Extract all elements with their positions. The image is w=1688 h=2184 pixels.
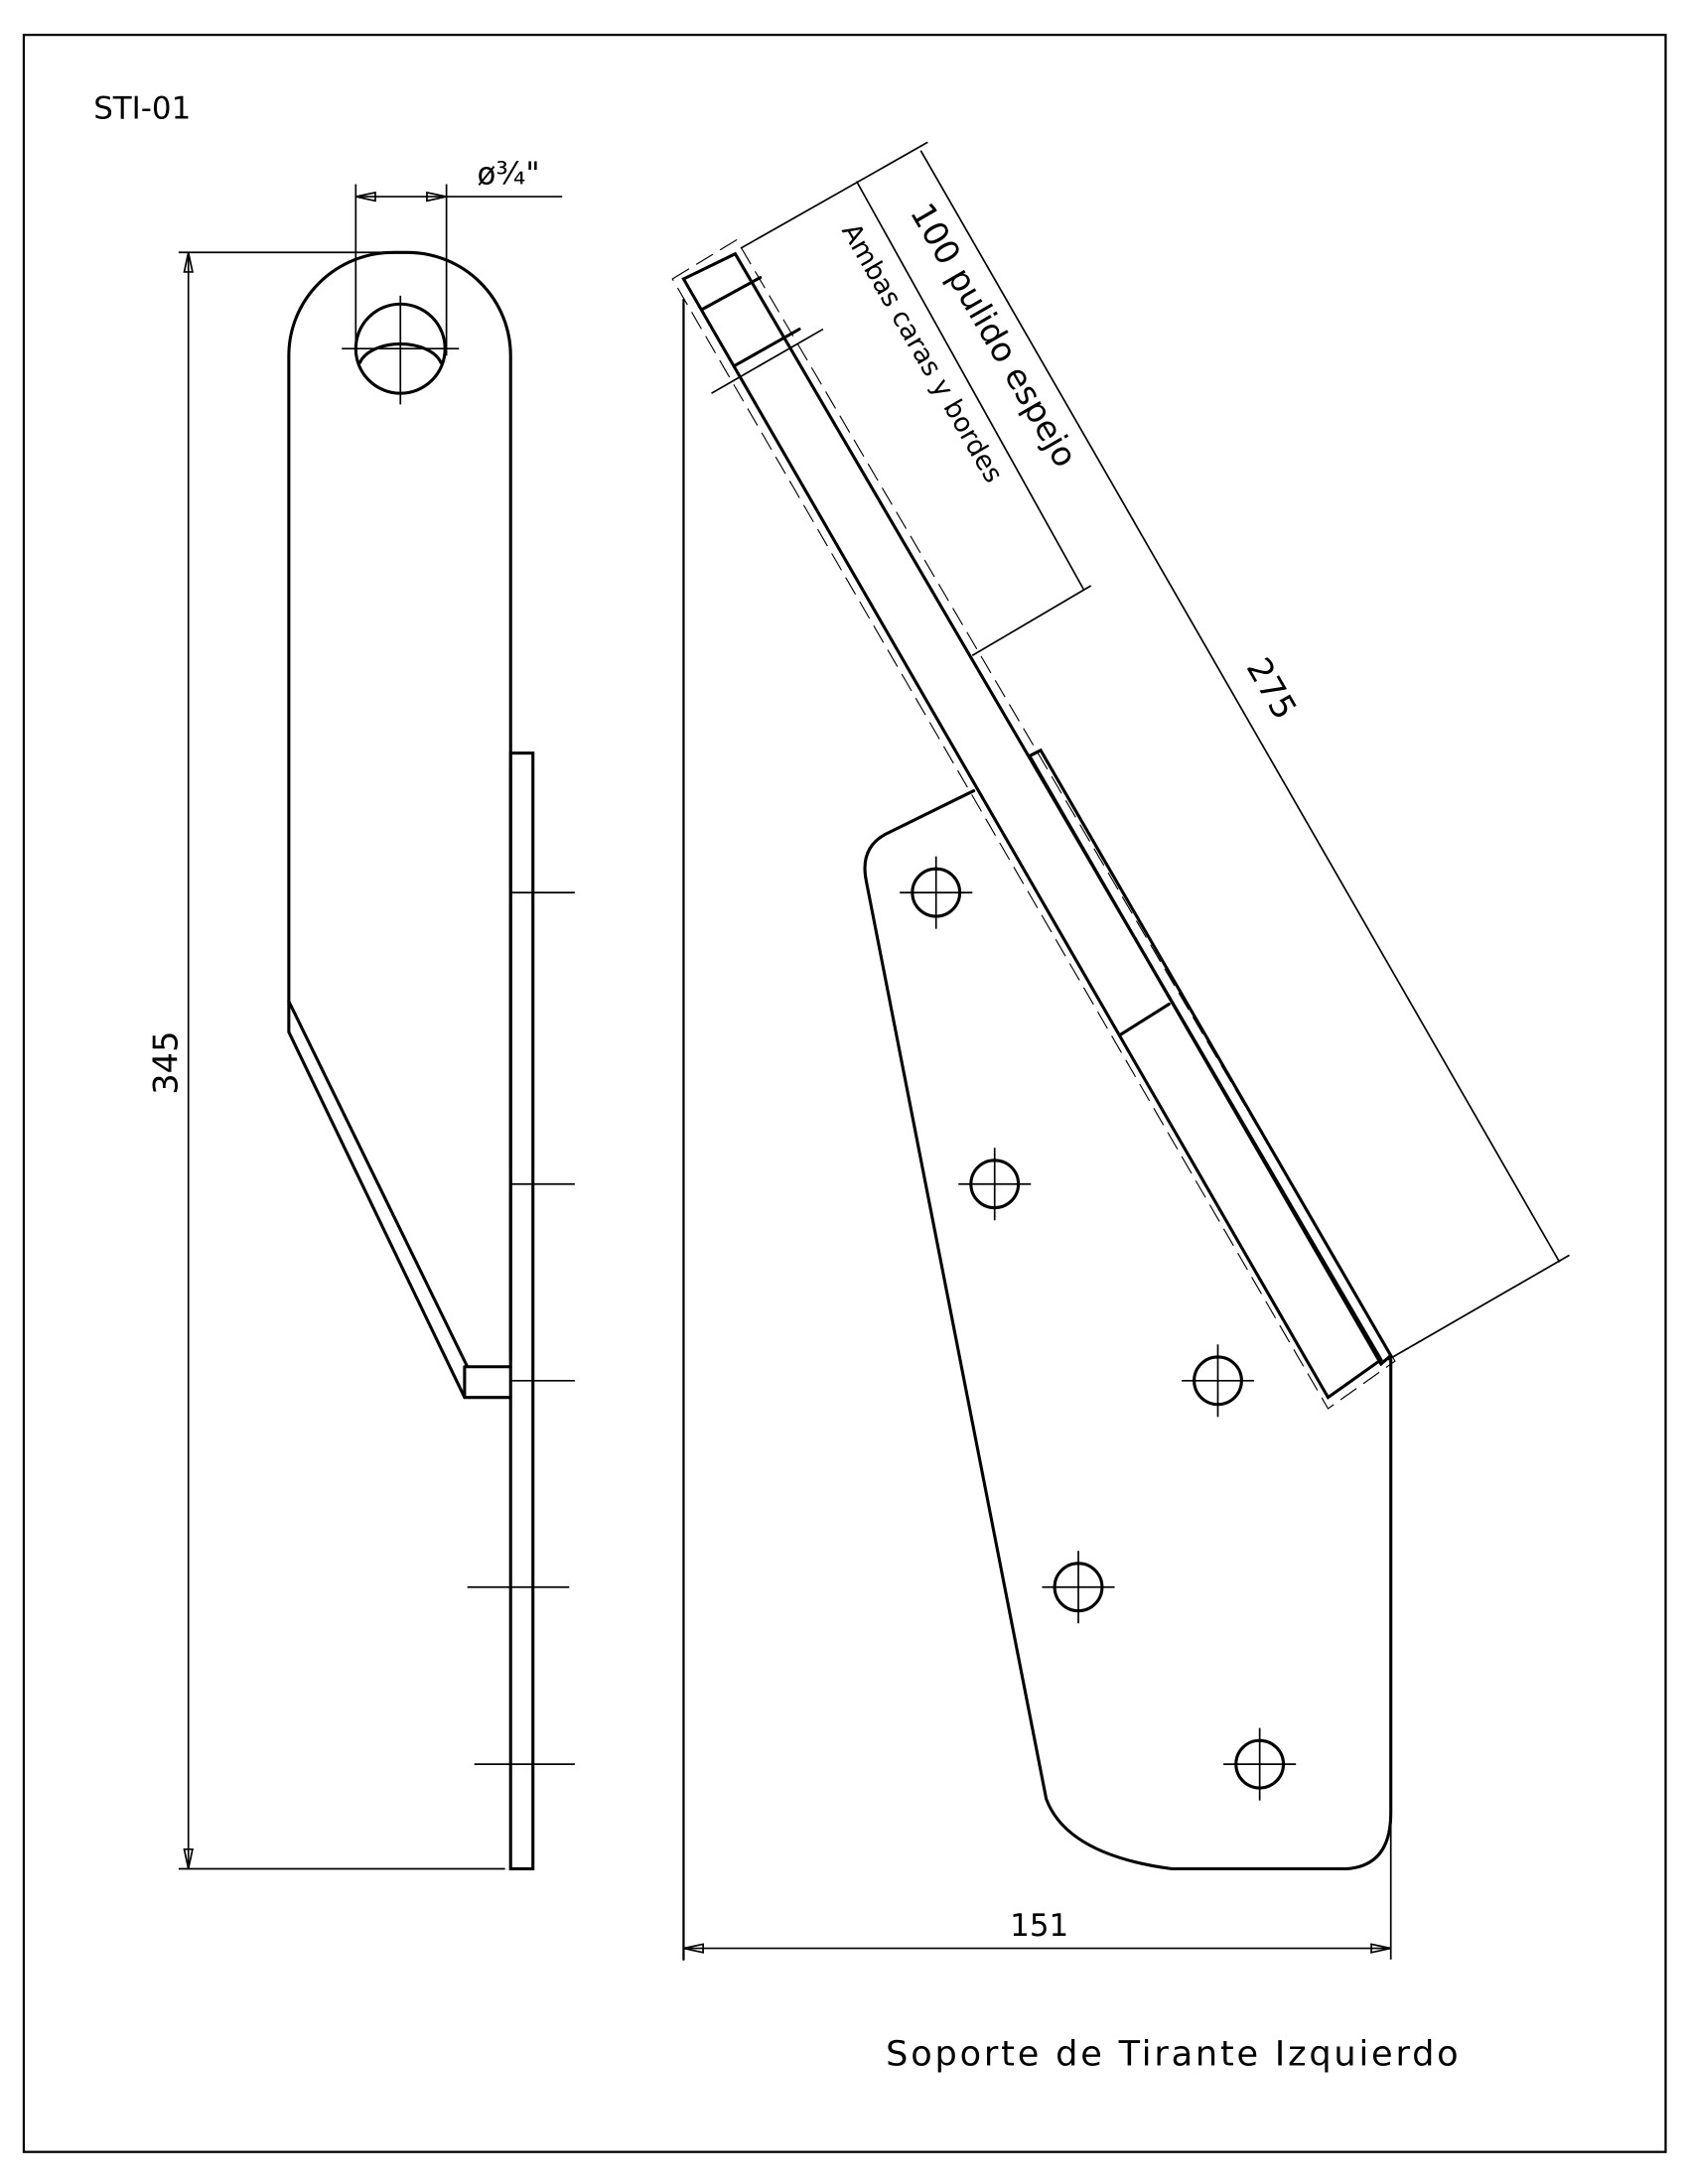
bolt-hole — [1042, 1551, 1115, 1624]
dimension-line — [855, 181, 1085, 591]
side-strip — [1027, 748, 1393, 1367]
dimension-arrows — [355, 191, 447, 203]
polish-length-dimension: 100 pulido espejo — [903, 197, 1085, 474]
bolt-hole — [900, 856, 973, 929]
dimension-line — [919, 150, 1561, 1263]
tie-bar-dashed-outline — [671, 238, 1396, 1410]
bolt-hole — [1223, 1727, 1297, 1801]
height-dimension: 345 — [146, 1030, 185, 1094]
bolt-hole — [1181, 1344, 1255, 1418]
hole-diameter-dimension: ø¾" — [478, 156, 540, 192]
drawing-code: STI-01 — [93, 90, 191, 126]
centerline — [711, 328, 824, 394]
drawing-title: Soporte de Tirante Izquierdo — [886, 2034, 1461, 2075]
dimension-arrows — [683, 1943, 1391, 1954]
bolt-hole — [958, 1148, 1032, 1221]
width-dimension: 151 — [1010, 1908, 1068, 1944]
bolt-holes — [900, 856, 1297, 1801]
strip-cross-line — [1118, 1002, 1171, 1036]
front-view: 151 275 100 pulido espejo Ambas caras y … — [671, 141, 1570, 1961]
extension-line — [740, 141, 928, 249]
side-view: 345 ø¾" — [146, 156, 575, 1871]
tie-bar — [681, 251, 1383, 1400]
gusset-plate — [863, 789, 1393, 1871]
bar-cross-line — [733, 327, 801, 367]
bar-length-dimension: 275 — [1239, 651, 1305, 726]
sheet-border — [22, 33, 1667, 2153]
bar-cross-line — [700, 276, 763, 312]
arm-lower-bevel — [287, 1000, 512, 1400]
extension-line — [1387, 1254, 1570, 1361]
extension-line — [971, 585, 1092, 657]
base-plate — [508, 751, 535, 1871]
arm-outline — [287, 250, 512, 1362]
dimension-arrows — [183, 252, 194, 1869]
